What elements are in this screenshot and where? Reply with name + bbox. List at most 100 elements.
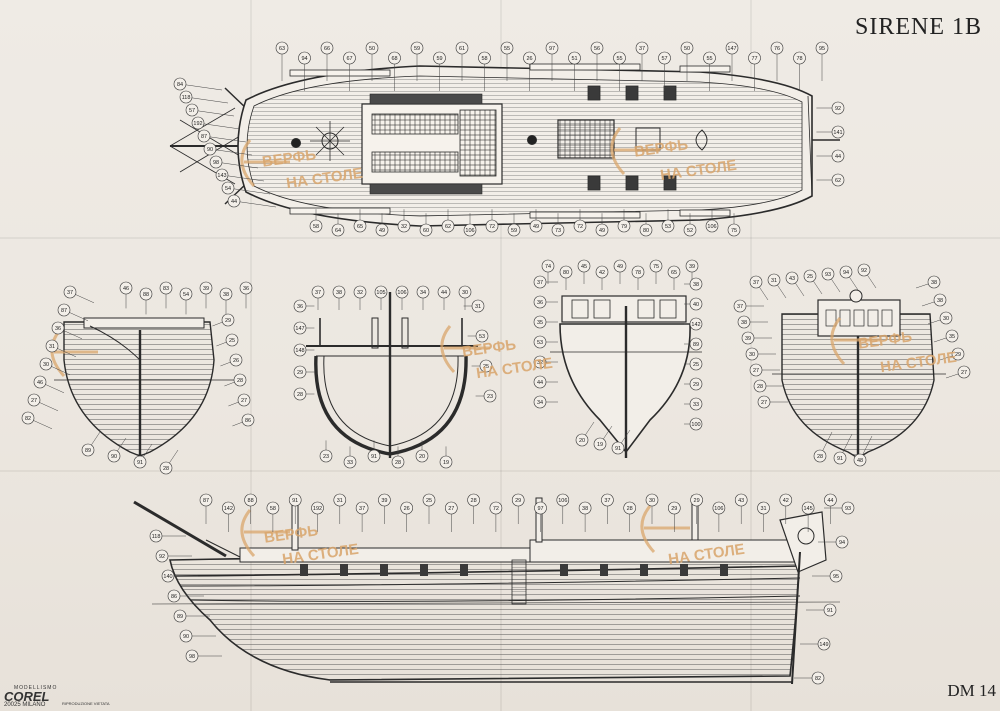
callout-circle bbox=[649, 259, 663, 273]
callout-number: 28 bbox=[817, 454, 823, 460]
callout-number: 34 bbox=[420, 290, 426, 296]
callout-circle bbox=[439, 455, 453, 469]
part-callout: 100 bbox=[684, 417, 703, 431]
part-callout: 87 bbox=[199, 493, 213, 524]
callout-circle bbox=[239, 281, 253, 295]
part-callout: 118 bbox=[179, 90, 229, 104]
callout-circle bbox=[388, 51, 401, 65]
part-callout: 44 bbox=[816, 149, 845, 163]
bow-section-view bbox=[54, 317, 242, 464]
callout-circle bbox=[293, 387, 307, 401]
callout-circle bbox=[831, 149, 845, 163]
stern-section-view bbox=[550, 295, 702, 458]
callout-circle bbox=[288, 493, 302, 507]
callout-circle bbox=[737, 315, 751, 329]
part-callout: 49 bbox=[613, 259, 627, 284]
part-callout: 93 bbox=[824, 501, 855, 515]
part-callout: 98 bbox=[209, 155, 259, 169]
callout-circle bbox=[835, 535, 849, 549]
part-callout: 34 bbox=[416, 285, 430, 310]
callout-number: 33 bbox=[693, 402, 699, 408]
callout-circle bbox=[601, 493, 614, 507]
callout-circle bbox=[51, 321, 65, 335]
callout-number: 27 bbox=[961, 370, 967, 376]
part-callout: 79 bbox=[617, 209, 631, 233]
callout-circle bbox=[455, 41, 469, 55]
callout-circle bbox=[853, 453, 867, 467]
part-callout: 37 bbox=[601, 493, 614, 524]
callout-number: 87 bbox=[201, 134, 207, 140]
callout-number: 106 bbox=[397, 290, 406, 296]
callout-number: 89 bbox=[693, 342, 699, 348]
part-callout: 78 bbox=[793, 51, 806, 91]
callout-circle bbox=[309, 219, 323, 233]
callout-number: 82 bbox=[815, 676, 821, 682]
part-callout: 140 bbox=[161, 569, 198, 583]
callout-number: 46 bbox=[123, 286, 129, 292]
part-callout: 94 bbox=[839, 265, 859, 291]
part-callout: 58 bbox=[478, 51, 491, 91]
part-callout: 76 bbox=[770, 41, 784, 81]
callout-circle bbox=[479, 359, 493, 373]
part-callout: 77 bbox=[748, 51, 761, 91]
part-callout: 143 bbox=[215, 168, 265, 182]
part-callout: 89 bbox=[173, 609, 210, 623]
callout-number: 141 bbox=[833, 130, 842, 136]
callout-circle bbox=[333, 493, 347, 507]
part-callout: 90 bbox=[107, 437, 127, 463]
part-callout: 72 bbox=[489, 501, 503, 532]
part-callout: 35 bbox=[933, 329, 959, 343]
callout-number: 90 bbox=[111, 454, 117, 460]
callout-circle bbox=[320, 41, 334, 55]
part-callout: 29 bbox=[684, 377, 703, 391]
callout-number: 26 bbox=[404, 506, 410, 512]
callout-number: 87 bbox=[203, 498, 209, 504]
part-callout: 38 bbox=[737, 315, 768, 329]
callout-number: 79 bbox=[621, 224, 627, 230]
part-callout: 59 bbox=[410, 41, 424, 81]
callout-leader bbox=[233, 200, 277, 208]
callout-circle bbox=[485, 219, 499, 233]
callout-number: 72 bbox=[493, 506, 499, 512]
callout-circle bbox=[689, 357, 703, 371]
callout-number: 36 bbox=[55, 326, 61, 332]
part-callout: 27 bbox=[757, 395, 788, 409]
callout-circle bbox=[332, 285, 346, 299]
callout-number: 29 bbox=[225, 318, 231, 324]
part-callout: 26 bbox=[400, 501, 414, 532]
callout-circle bbox=[159, 281, 173, 295]
maker-city: 20025 MILANO bbox=[4, 702, 46, 708]
part-callout: 36 bbox=[239, 281, 253, 309]
callout-number: 94 bbox=[301, 56, 307, 62]
callout-number: 78 bbox=[796, 56, 802, 62]
callout-number: 29 bbox=[515, 498, 521, 504]
callout-number: 149 bbox=[819, 642, 828, 648]
callout-circle bbox=[221, 313, 235, 327]
callout-circle bbox=[533, 395, 547, 409]
callout-circle bbox=[293, 365, 307, 379]
callout-number: 28 bbox=[395, 460, 401, 466]
part-callout: 147 bbox=[293, 321, 315, 335]
part-callout: 67 bbox=[343, 51, 356, 91]
callout-circle bbox=[635, 41, 649, 55]
callout-number: 38 bbox=[937, 298, 943, 304]
callout-number: 142 bbox=[224, 506, 233, 512]
part-callout: 20 bbox=[575, 421, 595, 447]
part-callout: 106 bbox=[556, 493, 570, 524]
callout-number: 91 bbox=[292, 498, 298, 504]
callout-number: 73 bbox=[555, 228, 561, 234]
part-callout: 27 bbox=[228, 393, 251, 407]
callout-number: 29 bbox=[671, 506, 677, 512]
callout-number: 92 bbox=[835, 106, 841, 112]
part-callout: 87 bbox=[197, 129, 247, 143]
callout-circle bbox=[712, 501, 726, 515]
part-callout: 29 bbox=[511, 493, 525, 524]
part-callout: 40 bbox=[684, 297, 703, 311]
callout-circle bbox=[529, 219, 543, 233]
part-callout: 37 bbox=[63, 285, 95, 304]
callout-number: 48 bbox=[857, 458, 863, 464]
callout-number: 58 bbox=[313, 224, 319, 230]
part-callout: 19 bbox=[593, 425, 613, 451]
callout-number: 28 bbox=[757, 384, 763, 390]
part-callout: 61 bbox=[455, 41, 469, 81]
